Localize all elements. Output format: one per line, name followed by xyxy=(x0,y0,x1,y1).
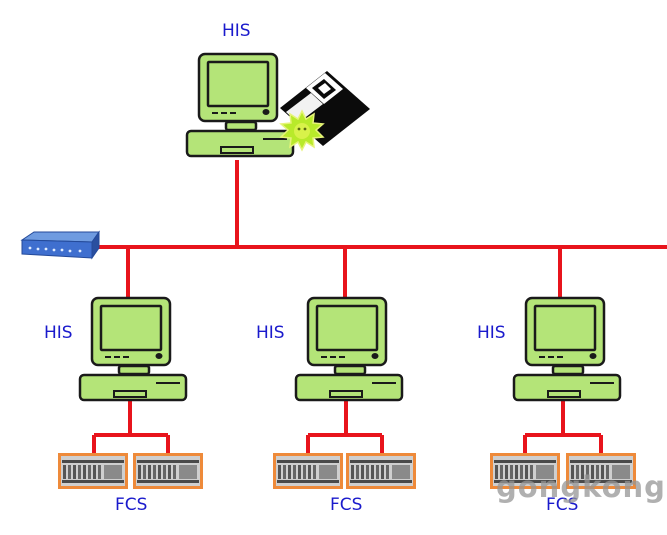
his-computer-center-icon xyxy=(294,296,404,402)
his-label-right: HIS xyxy=(477,323,506,343)
his-computer-left-icon xyxy=(78,296,188,402)
virus-burst-icon xyxy=(279,109,325,152)
control-station-rack-icon xyxy=(58,453,128,489)
fcs-label-left: FCS xyxy=(115,495,148,515)
control-station-rack-icon xyxy=(133,453,203,489)
watermark: gongkong xyxy=(496,470,666,504)
his-computer-top-icon xyxy=(185,52,295,158)
his-label-left: HIS xyxy=(44,323,73,343)
his-label-top: HIS xyxy=(222,21,251,41)
fcs-label-right: FCS xyxy=(546,495,579,515)
fcs-rack-group-center xyxy=(273,453,416,489)
his-label-center: HIS xyxy=(256,323,285,343)
fcs-label-center: FCS xyxy=(330,495,363,515)
fcs-rack-group-left xyxy=(58,453,203,489)
control-station-rack-icon xyxy=(346,453,416,489)
network-lines xyxy=(92,160,667,454)
his-computer-right-icon xyxy=(512,296,622,402)
network-router-icon xyxy=(20,230,100,260)
control-station-rack-icon xyxy=(273,453,343,489)
